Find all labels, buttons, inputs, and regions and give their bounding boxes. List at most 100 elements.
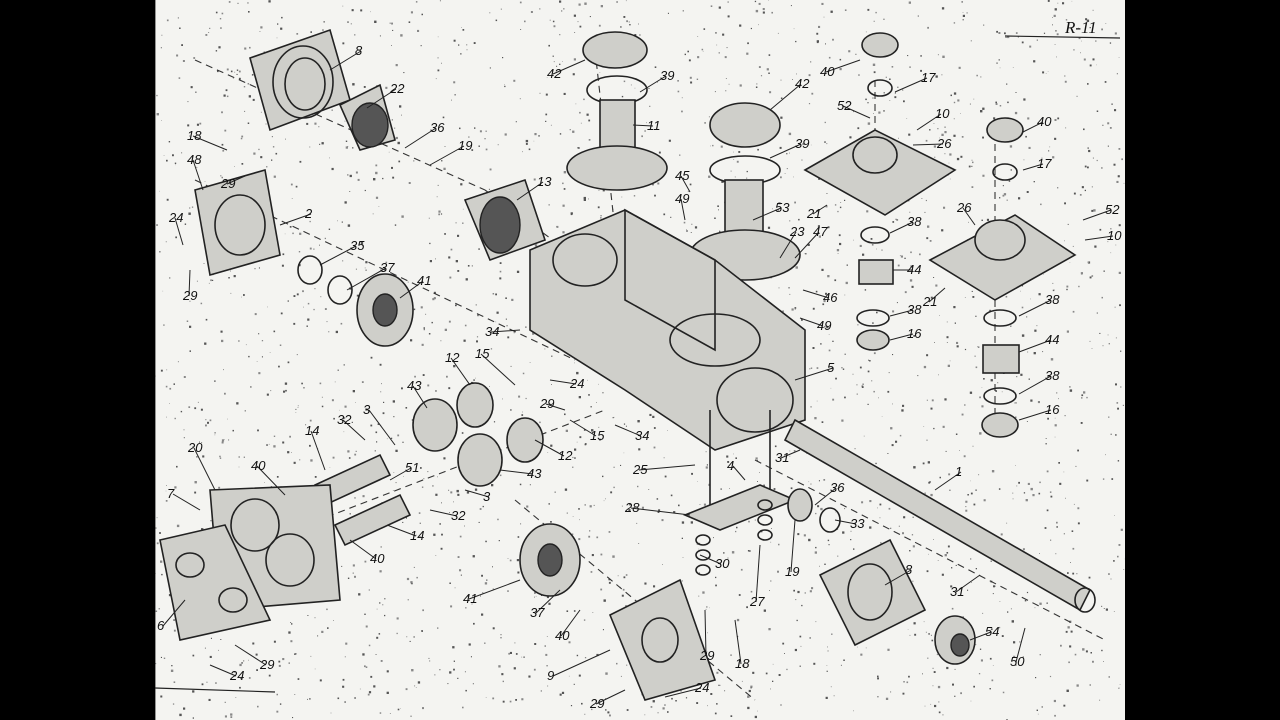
speck (402, 441, 404, 443)
speck (877, 677, 879, 680)
speck (871, 244, 874, 246)
speck (393, 472, 395, 473)
speck (1063, 471, 1065, 473)
speck (1039, 654, 1041, 656)
speck (599, 438, 602, 441)
speck (932, 667, 934, 669)
speck (894, 92, 896, 94)
speck (343, 416, 346, 420)
speck (299, 160, 302, 163)
speck (771, 528, 772, 529)
speck (629, 24, 631, 26)
speck (998, 59, 1000, 61)
speck (652, 184, 654, 186)
speck (1123, 182, 1125, 184)
speck (405, 407, 408, 409)
speck (780, 79, 782, 81)
speck (854, 448, 856, 450)
speck (188, 406, 191, 408)
speck (206, 681, 208, 683)
speck (1052, 156, 1055, 159)
speck (736, 526, 738, 529)
cover-9 (608, 578, 717, 701)
speck (616, 1, 618, 3)
leader-line-c46 (802, 289, 830, 299)
speck (729, 488, 730, 489)
speck (466, 491, 470, 494)
speck (697, 481, 698, 482)
speck (166, 485, 167, 486)
speck (230, 70, 233, 73)
speck (1043, 32, 1046, 34)
leader-line-c4 (732, 465, 746, 481)
speck (1013, 655, 1016, 658)
speck (956, 341, 959, 344)
speck (995, 101, 997, 104)
leader-line-c39a (639, 75, 667, 93)
speck (1092, 157, 1094, 159)
speck (708, 116, 710, 118)
speck (583, 196, 586, 200)
speck (1083, 128, 1085, 131)
speck (853, 239, 854, 241)
speck (392, 29, 394, 31)
speck (694, 226, 698, 229)
speck (830, 10, 833, 13)
speck (970, 558, 972, 560)
speck (205, 34, 208, 36)
speck (319, 244, 320, 246)
speck (641, 506, 644, 509)
speck (355, 171, 358, 174)
speck (924, 705, 926, 707)
speck (440, 547, 443, 550)
speck (1043, 274, 1044, 275)
speck (1064, 240, 1065, 242)
speck (364, 267, 366, 269)
speck (243, 456, 245, 458)
speck (460, 183, 463, 186)
speck (249, 46, 251, 49)
speck (657, 511, 660, 513)
speck (816, 40, 819, 43)
speck (652, 415, 655, 418)
callout-c51: 51 (405, 460, 419, 475)
speck (1101, 605, 1103, 607)
speck (463, 339, 466, 342)
speck (374, 450, 376, 452)
speck (443, 457, 446, 460)
speck (221, 143, 224, 146)
speck (1065, 19, 1068, 21)
speck (1056, 56, 1057, 58)
speck (407, 281, 409, 283)
speck (1003, 193, 1007, 196)
speck (1025, 135, 1027, 138)
speck (603, 599, 606, 602)
speck (161, 120, 162, 121)
speck (314, 122, 317, 125)
speck (578, 396, 581, 399)
speck (1039, 602, 1042, 605)
speck (938, 374, 939, 376)
speck (579, 436, 582, 439)
speck (205, 318, 208, 321)
speck (949, 153, 952, 156)
speck (1023, 492, 1026, 494)
callout-c38a: 38 (907, 214, 922, 229)
callout-c19a: 19 (458, 138, 472, 153)
speck (907, 55, 909, 57)
speck (653, 446, 656, 449)
speck (584, 2, 587, 5)
speck (768, 628, 771, 631)
leader-line-c43a (412, 385, 428, 409)
speck (716, 44, 718, 46)
speck (970, 700, 972, 702)
speck (373, 685, 376, 688)
speck (1055, 30, 1057, 32)
speck (1064, 80, 1067, 83)
speck (499, 262, 502, 264)
speck (596, 536, 599, 539)
speck (810, 61, 812, 63)
shaft-1 (783, 418, 1096, 613)
speck (507, 590, 509, 592)
speck (811, 587, 814, 590)
